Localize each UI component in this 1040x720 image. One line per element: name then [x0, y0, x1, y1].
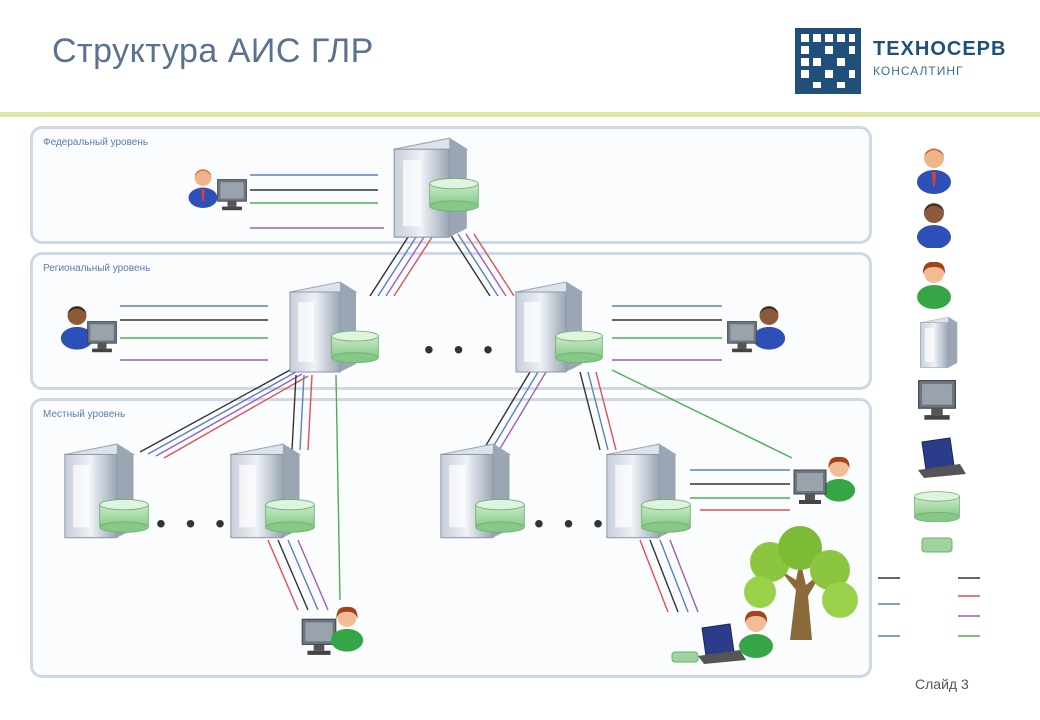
local-database-3-icon — [475, 498, 525, 533]
legend-database-icon — [914, 491, 960, 522]
slide-number: Слайд 3 — [915, 676, 969, 692]
regional-ellipsis: • • • — [424, 334, 499, 365]
local-database-2-icon — [265, 498, 315, 533]
legend-mobile-db-icon — [921, 537, 953, 553]
laptop-icon — [698, 623, 746, 664]
local-ellipsis-right: • • • — [534, 508, 609, 539]
federal-workstation-icon — [217, 179, 247, 211]
legend-workstation-icon — [918, 380, 956, 421]
company-logo: ТЕХНОСЕРВ КОНСАЛТИНГ — [795, 28, 1020, 96]
regional-workstation-left-icon — [87, 321, 117, 353]
legend-laptop-icon — [918, 437, 966, 478]
regional-workstation-right-icon — [727, 321, 757, 353]
panel-regional-level: Региональный уровень — [30, 252, 872, 390]
local-workstation-right-icon — [793, 469, 827, 505]
regional-database-left-icon — [331, 330, 379, 364]
local-user-right-icon — [822, 456, 856, 502]
legend-server-icon — [919, 316, 958, 368]
local-ellipsis-left: • • • — [156, 508, 231, 539]
legend-regional-user-icon — [917, 203, 951, 248]
federal-user-icon — [188, 168, 218, 208]
federal-level-label: Федеральный уровень — [43, 137, 149, 148]
regional-database-right-icon — [555, 330, 603, 364]
federal-database-icon — [429, 177, 479, 212]
local-database-4-icon — [641, 498, 691, 533]
local-level-label: Местный уровень — [43, 409, 126, 420]
legend-federal-user-icon — [917, 148, 951, 194]
logo-grid-icon — [795, 28, 861, 94]
regional-user-right-icon — [752, 305, 786, 350]
regional-level-label: Региональный уровень — [43, 263, 151, 274]
local-database-1-icon — [99, 498, 149, 533]
field-workstation-icon — [301, 618, 337, 656]
logo-subtitle: КОНСАЛТИНГ — [873, 64, 964, 78]
header-divider — [0, 112, 1040, 117]
page-title: Структура АИС ГЛР — [52, 32, 374, 70]
logo-name: ТЕХНОСЕРВ — [873, 38, 1007, 60]
legend-local-user-icon — [917, 261, 951, 309]
legend — [878, 148, 980, 637]
field-database-icon — [671, 651, 699, 663]
connection-lines — [120, 174, 793, 613]
field-user-right-icon — [739, 610, 773, 658]
forest-tree-icon — [744, 526, 858, 640]
